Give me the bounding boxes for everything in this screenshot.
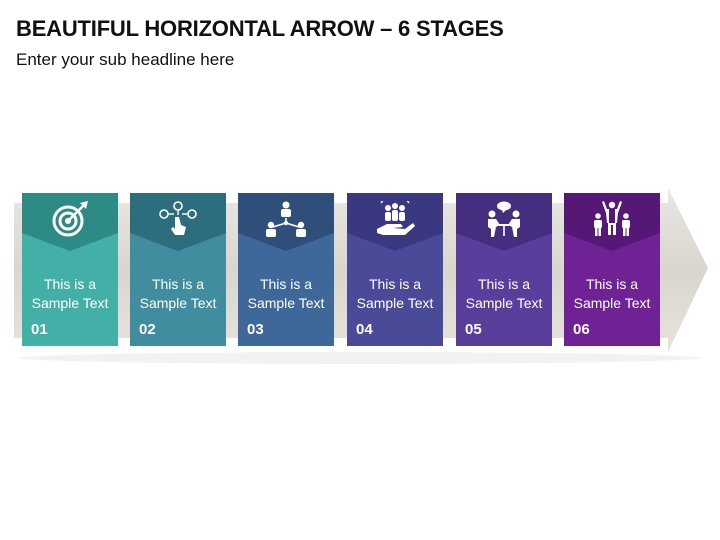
stage-card-1: This is a Sample Text 01 [22,193,118,346]
stage-card-6: This is a Sample Text 06 [564,193,660,346]
stage-card-2: This is a Sample Text 02 [130,193,226,346]
stage-number: 04 [356,321,373,338]
meeting-chat-icon [488,201,520,237]
page-subtitle: Enter your sub headline here [16,50,235,69]
stage-text: This is a Sample Text [22,275,118,313]
stage-text: This is a Sample Text [564,275,660,313]
stage-card-5: This is a Sample Text 05 [456,193,552,346]
stage-text-line2: Sample Text [356,295,434,311]
stage-text: This is a Sample Text [238,275,334,313]
stage-number: 03 [247,321,264,338]
network-touch-icon [159,201,197,235]
team-hand-icon [377,201,415,235]
stage-text-line1: This is a [368,276,422,292]
stage-text: This is a Sample Text [130,275,226,313]
org-hierarchy-icon [266,201,306,237]
page-title: BEAUTIFUL HORIZONTAL ARROW – 6 STAGES [16,16,504,41]
stage-text-line2: Sample Text [31,295,109,311]
stage-card-3: This is a Sample Text 03 [238,193,334,346]
stage-card-4: This is a Sample Text 04 [347,193,443,346]
stage-text-line2: Sample Text [465,295,543,311]
stage-number: 01 [31,321,48,338]
stage-text-line1: This is a [477,276,531,292]
stage-text-line2: Sample Text [247,295,325,311]
stage-text-line1: This is a [585,276,639,292]
stage-text-line2: Sample Text [139,295,217,311]
celebrating-team-icon [594,201,630,236]
stage-text: This is a Sample Text [347,275,443,313]
stage-text-line1: This is a [43,276,97,292]
stage-number: 02 [139,321,156,338]
stage-text-line2: Sample Text [573,295,651,311]
stage-text-line1: This is a [151,276,205,292]
stage-card-background [347,193,443,346]
stage-card-background [564,193,660,346]
stage-text: This is a Sample Text [456,275,552,313]
stage-text-line1: This is a [259,276,313,292]
target-icon [52,201,88,237]
stage-card-background [456,193,552,346]
stage-number: 06 [573,321,590,338]
stage-number: 05 [465,321,482,338]
